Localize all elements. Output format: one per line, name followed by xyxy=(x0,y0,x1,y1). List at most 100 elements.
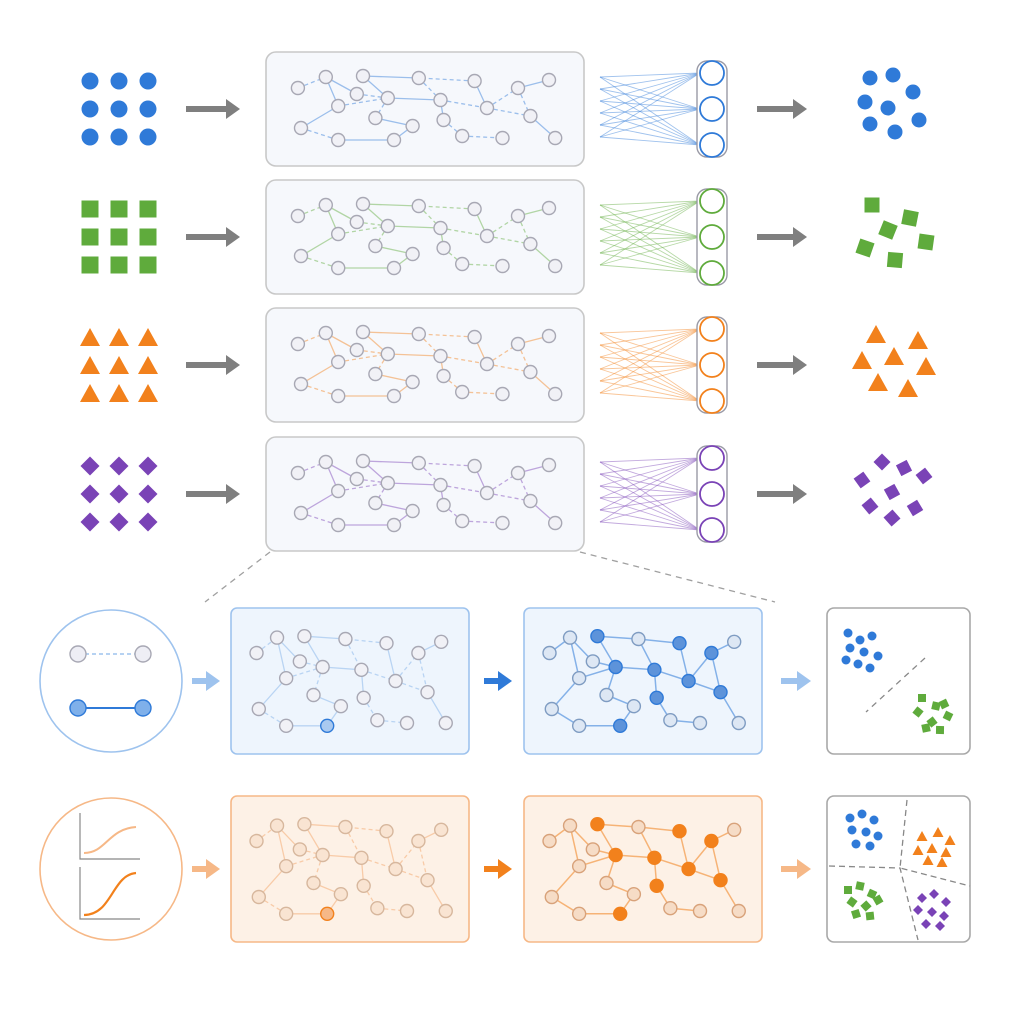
output-neuron xyxy=(699,188,725,214)
network-node xyxy=(331,517,346,533)
network-edge xyxy=(517,215,531,245)
network-node xyxy=(692,715,708,731)
network-edge xyxy=(418,462,475,467)
input-square xyxy=(81,256,99,274)
input-circle xyxy=(110,100,128,118)
network-node xyxy=(355,68,371,84)
cluster-point xyxy=(918,694,926,702)
network-node xyxy=(388,673,403,689)
network-node xyxy=(370,713,385,728)
output-diamond xyxy=(895,459,913,477)
input-square xyxy=(139,200,157,218)
network-node xyxy=(380,475,395,491)
network-node xyxy=(510,465,526,481)
pipeline-row-blue xyxy=(81,51,927,167)
network-node xyxy=(411,645,426,661)
cluster-point xyxy=(935,921,945,931)
network-node xyxy=(663,901,678,916)
output-square xyxy=(901,209,919,227)
network-node xyxy=(599,687,614,703)
output-diamond xyxy=(883,509,901,527)
cluster-point xyxy=(866,888,878,900)
input-triangle xyxy=(138,356,158,374)
cluster-point xyxy=(912,706,924,718)
input-grid-orange xyxy=(80,328,158,402)
network-node xyxy=(731,715,746,731)
output-diamond xyxy=(853,471,871,489)
network-node xyxy=(438,715,453,731)
cluster-point xyxy=(873,831,883,841)
cluster-point xyxy=(916,831,928,841)
cluster-point xyxy=(855,881,865,891)
zoom-connector-lines xyxy=(204,551,776,603)
network-node xyxy=(320,906,335,921)
flow-arrow-icon xyxy=(757,99,807,119)
flow-arrow-icon xyxy=(781,671,811,691)
network-edge xyxy=(258,896,287,915)
output-circle xyxy=(887,124,903,140)
network-edge xyxy=(258,708,287,727)
output-scatter-orange xyxy=(852,325,936,397)
cluster-point xyxy=(869,815,879,825)
network-node xyxy=(420,685,435,700)
network-node xyxy=(542,833,557,849)
network-panel-dense xyxy=(523,795,763,943)
cluster-point xyxy=(940,847,952,857)
cluster-point xyxy=(841,655,851,665)
network-node xyxy=(386,260,402,276)
input-square xyxy=(139,228,157,246)
network-node xyxy=(405,503,420,519)
network-node xyxy=(436,368,451,384)
flow-arrow-icon xyxy=(757,355,807,375)
region-boundary xyxy=(828,865,919,941)
network-node xyxy=(713,873,728,888)
zoom-line-left xyxy=(204,551,271,603)
cluster-point xyxy=(873,651,883,661)
network-node xyxy=(455,384,470,400)
input-square xyxy=(110,228,128,246)
network-edge xyxy=(362,460,419,464)
two-cluster-separation xyxy=(841,628,954,735)
cluster-point xyxy=(913,905,923,915)
network-node xyxy=(681,861,696,877)
sparse-network xyxy=(249,629,453,733)
network-node xyxy=(542,645,557,661)
cluster-point xyxy=(941,897,951,907)
network-node xyxy=(278,859,294,874)
network-node xyxy=(368,110,383,126)
input-diamond xyxy=(109,512,129,532)
cluster-point xyxy=(917,893,927,903)
cluster-point xyxy=(942,710,954,722)
network-node xyxy=(292,842,308,857)
network-node xyxy=(380,346,395,362)
network-edge xyxy=(362,331,419,335)
network-node xyxy=(306,687,321,703)
output-triangle xyxy=(852,351,872,369)
network-node xyxy=(467,201,482,217)
input-diamond xyxy=(80,456,100,476)
network-node xyxy=(544,701,559,717)
network-node xyxy=(293,248,309,264)
input-circle xyxy=(110,72,128,90)
network-edge xyxy=(338,482,388,492)
network-node xyxy=(436,497,451,513)
output-circle xyxy=(905,84,921,100)
four-region-partition xyxy=(828,799,971,941)
flow-arrow-icon xyxy=(186,484,240,504)
network-edge xyxy=(387,225,441,229)
input-circle xyxy=(139,72,157,90)
network-node xyxy=(548,515,563,531)
cluster-point xyxy=(845,643,855,653)
input-diamond xyxy=(80,512,100,532)
sigmoid-curves-icon xyxy=(79,813,140,920)
network-node xyxy=(333,699,349,714)
detail-circle xyxy=(39,797,183,941)
input-grid-blue xyxy=(81,72,157,146)
cluster-point xyxy=(860,900,872,912)
network-node xyxy=(727,822,742,837)
network-edge xyxy=(486,363,531,373)
cluster-point xyxy=(846,896,858,908)
output-diamond xyxy=(861,497,879,515)
network-node xyxy=(278,718,294,733)
